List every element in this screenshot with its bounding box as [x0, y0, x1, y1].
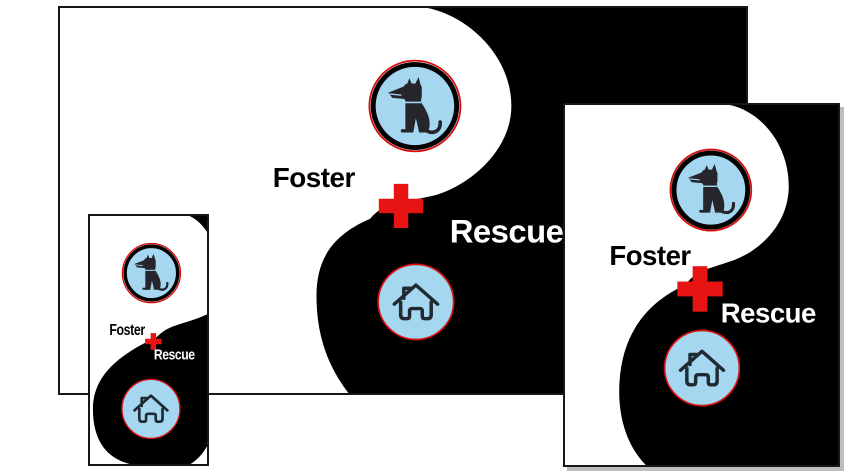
- dog-icon: [368, 59, 462, 153]
- logo-variant-small-vertical: Foster Rescue: [88, 214, 209, 466]
- foster-label: Foster: [109, 322, 146, 340]
- svg-text:Rescue: Rescue: [154, 347, 196, 363]
- house-icon: [121, 378, 181, 440]
- svg-text:Rescue: Rescue: [450, 213, 564, 250]
- svg-text:Foster: Foster: [109, 322, 145, 340]
- foster-label: Foster: [609, 240, 692, 271]
- svg-text:Rescue: Rescue: [721, 298, 816, 329]
- house-icon: [663, 329, 741, 407]
- dog-icon: [121, 242, 182, 304]
- logo-variant-medium-portrait: Foster Rescue: [563, 103, 840, 467]
- house-icon: [377, 263, 455, 341]
- rescue-label: Rescue: [154, 347, 196, 363]
- rescue-label: Rescue: [721, 298, 817, 329]
- corner-wedge-shape: [189, 216, 207, 232]
- dog-icon: [669, 148, 753, 232]
- rescue-label: Rescue: [450, 213, 564, 250]
- foster-label: Foster: [273, 162, 356, 193]
- svg-text:Foster: Foster: [273, 162, 356, 193]
- svg-text:Foster: Foster: [609, 240, 691, 271]
